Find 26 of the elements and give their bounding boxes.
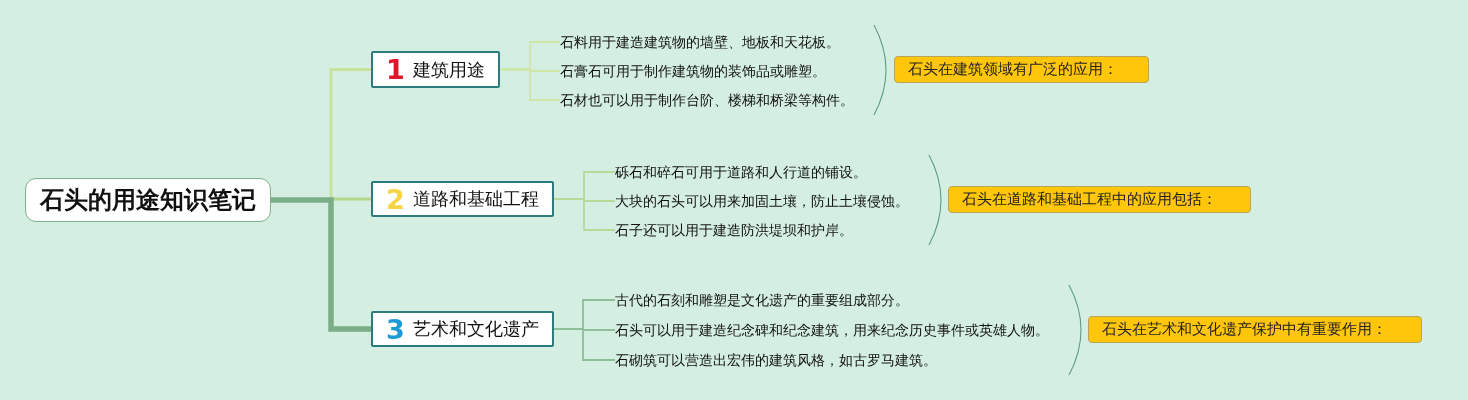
note-text: 石子还可以用于建造防洪堤坝和护岸。 (615, 220, 853, 240)
topic-number: 3 (386, 315, 405, 343)
connector-line (553, 328, 616, 361)
summary-callout: 石头在道路和基础工程中的应用包括： (948, 186, 1251, 213)
connector-line (499, 68, 561, 101)
topic-label: 建筑用途 (412, 57, 485, 82)
topic-box (371, 51, 500, 88)
note-text: 石砌筑可以营造出宏伟的建筑风格，如古罗马建筑。 (615, 350, 937, 370)
note-text: 石头可以用于建造纪念碑和纪念建筑，用来纪念历史事件或英雄人物。 (615, 320, 1049, 340)
summary-callout: 石头在建筑领域有广泛的应用： (894, 56, 1149, 83)
topic-number: 2 (386, 185, 405, 213)
note-text: 大块的石头可以用来加固土壤，防止土壤侵蚀。 (615, 191, 909, 211)
summary-callout: 石头在艺术和文化遗产保护中有重要作用： (1088, 316, 1422, 343)
connector-line (271, 197, 371, 332)
note-text: 古代的石刻和雕塑是文化遗产的重要组成部分。 (615, 290, 909, 310)
topic-label: 艺术和文化遗产 (412, 317, 539, 341)
note-text: 石料用于建造建筑物的墙壁、地板和天花板。 (560, 32, 840, 52)
topic-box (371, 311, 554, 347)
central-topic: 石头的用途知识笔记 (25, 178, 271, 222)
connector-line (553, 198, 616, 231)
note-text: 砾石和碎石可用于道路和人行道的铺设。 (615, 162, 867, 182)
note-text: 石膏石可用于制作建筑物的装饰品或雕塑。 (560, 61, 826, 81)
topic-number: 1 (386, 56, 405, 83)
topic-box (371, 181, 554, 217)
topic-label: 道路和基础工程 (412, 187, 539, 211)
note-text: 石材也可以用于制作台阶、楼梯和桥梁等构件。 (560, 90, 854, 110)
